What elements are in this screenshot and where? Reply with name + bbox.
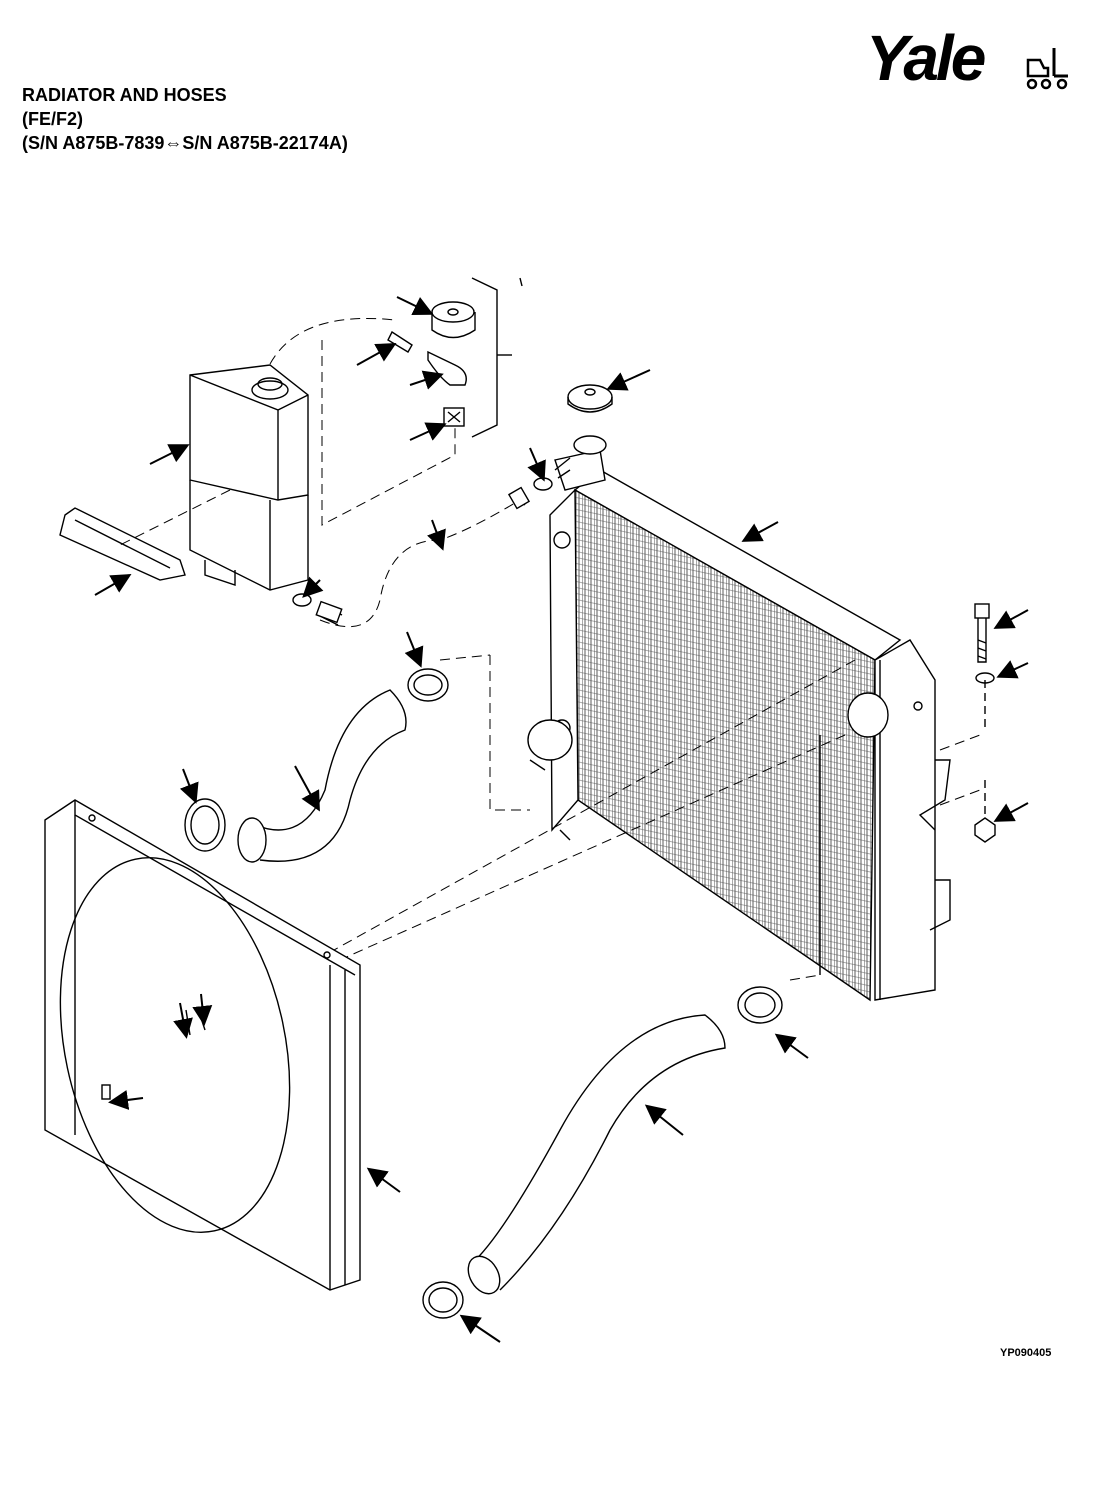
title-block: RADIATOR AND HOSES (FE/F2) (S/N A875B-78… xyxy=(22,83,348,155)
bolt xyxy=(974,603,990,663)
yale-logo-icon: Yale xyxy=(866,22,1076,102)
radiator xyxy=(527,435,951,1002)
vent-tube xyxy=(387,330,413,353)
hose-clamp xyxy=(422,1281,464,1319)
elbow-fitting xyxy=(427,350,467,386)
figure-id: YP090405 xyxy=(1000,1347,1052,1359)
serial-range: (S/N A875B-7839⇔S/N A875B-22174A) xyxy=(22,133,348,153)
forklift-icon xyxy=(1026,48,1068,90)
clip xyxy=(101,1084,111,1100)
fan-shroud xyxy=(44,799,361,1291)
nut xyxy=(974,817,996,843)
upper-hose xyxy=(244,689,407,862)
lower-hose xyxy=(469,1014,726,1291)
logo-text: Yale xyxy=(866,22,986,94)
hose-clamp xyxy=(184,798,226,852)
hose-clamp xyxy=(407,668,449,702)
model-code: (FE/F2) xyxy=(22,109,83,129)
radiator-cap xyxy=(567,384,613,413)
page-title: RADIATOR AND HOSES xyxy=(22,85,227,105)
overflow-tank xyxy=(189,364,309,591)
hose-clamp xyxy=(737,986,783,1024)
filter-insert xyxy=(443,407,465,427)
cap-kit-cap xyxy=(431,301,476,339)
